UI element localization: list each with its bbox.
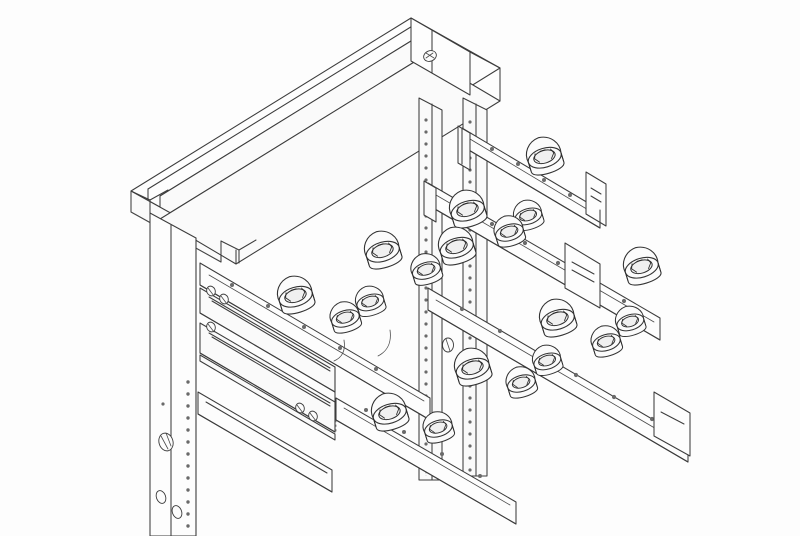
post-pilot-hole	[161, 402, 165, 406]
rail-clamp-hardware-a	[206, 285, 229, 305]
lower-arm-upper	[427, 287, 691, 463]
mounting-bolt-top	[423, 50, 437, 62]
rail-clamp-hardware-b	[206, 321, 216, 333]
cantilever-arm-4	[197, 354, 336, 493]
perforation-strip-left	[186, 380, 190, 528]
cantilever-arm-1	[457, 125, 607, 229]
keyhole-slot	[158, 432, 174, 452]
vertical-post-left	[149, 212, 197, 536]
detail-lines	[333, 329, 391, 432]
rail-clamp-hardware-c	[295, 402, 318, 422]
top-end-plate	[410, 17, 501, 96]
top-channel-beam	[130, 17, 501, 265]
oval-slots-lower	[155, 490, 183, 519]
post-boss	[442, 337, 454, 353]
